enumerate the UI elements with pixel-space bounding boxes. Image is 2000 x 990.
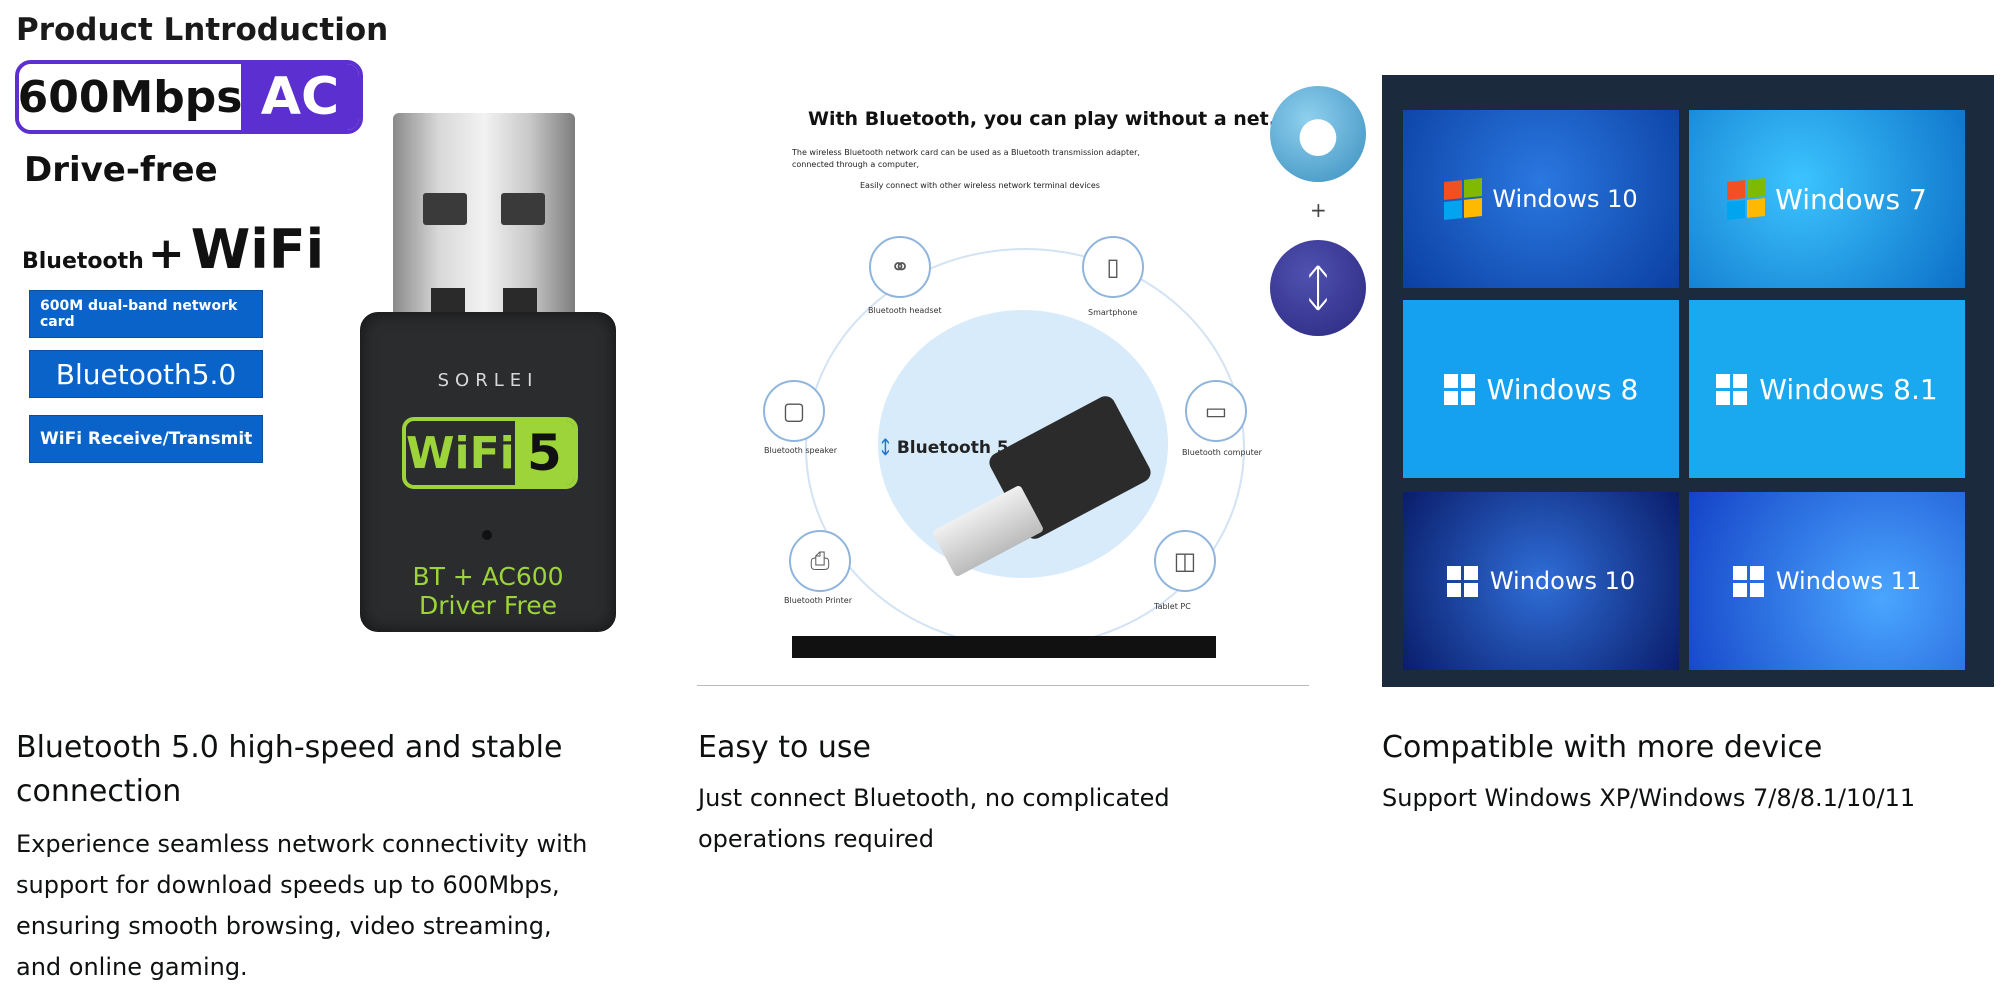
bluetooth-word: Bluetooth: [22, 249, 144, 274]
caption-compatibility: Compatible with more device Support Wind…: [1382, 726, 1994, 819]
dongle-spec-line: Driver Free: [419, 591, 557, 620]
smartphone-icon: ▯: [1082, 236, 1144, 298]
wifi5-logo: WiFi 5: [402, 417, 578, 489]
bluetooth-panel-footer-bar: [792, 636, 1216, 658]
windows-tile-label: Windows 8.1: [1759, 372, 1938, 406]
bluetooth-icon: ᛨ: [1270, 240, 1366, 336]
caption-bluetooth-speed: Bluetooth 5.0 high-speed and stable conn…: [16, 726, 656, 988]
usb-connector: [393, 113, 575, 324]
windows-tile: Windows 8: [1403, 300, 1679, 478]
bluetooth-icon: ᛨ: [880, 437, 891, 458]
dongle-spec-line: BT + AC600: [412, 562, 564, 591]
wifi-dongle-image: SORLEI WiFi 5 BT + AC600 Driver Free: [360, 312, 616, 632]
windows-tile-label: Windows 11: [1775, 567, 1922, 595]
caption-heading: Bluetooth 5.0 high-speed and stable: [16, 730, 563, 765]
windows-logo-icon: [1446, 565, 1478, 597]
drive-free-label: Drive-free: [24, 150, 218, 190]
windows-tile-label: Windows 8: [1486, 372, 1639, 406]
windows-logo-icon: [1443, 373, 1475, 405]
caption-body: Just connect Bluetooth, no complicated: [698, 784, 1170, 812]
speed-badge: 600Mbps AC: [15, 60, 363, 134]
usb-hole: [423, 193, 467, 225]
windows-tile: Windows 8.1: [1689, 300, 1965, 478]
node-label: Bluetooth computer: [1182, 448, 1262, 457]
divider: [697, 685, 1309, 686]
feature-wifi-transmit: WiFi Receive/Transmit: [29, 415, 263, 463]
windows-tile: Windows 10: [1403, 110, 1679, 288]
caption-heading: Compatible with more device: [1382, 730, 1823, 765]
wifi-word: WiFi: [190, 218, 325, 281]
windows-flag-icon: [1444, 178, 1483, 220]
caption-heading: Easy to use: [698, 730, 872, 765]
usb-hole: [501, 193, 545, 225]
printer-icon: ⎙: [789, 530, 851, 592]
caption-body: operations required: [698, 825, 934, 853]
led-indicator: [482, 530, 492, 540]
windows-tile-label: Windows 10: [1492, 185, 1638, 213]
bluetooth-panel-desc: Easily connect with other wireless netwo…: [860, 181, 1100, 190]
feature-bluetooth: Bluetooth5.0: [29, 350, 263, 398]
caption-body: and online gaming.: [16, 953, 248, 981]
wifi-logo-text: WiFi: [406, 427, 515, 479]
windows-tile-label: Windows 10: [1489, 567, 1636, 595]
product-intro-title: Product Lntroduction: [16, 12, 389, 48]
brand-label: SORLEI: [437, 370, 539, 391]
node-label: Bluetooth headset: [868, 306, 942, 315]
windows-flag-icon: [1727, 178, 1766, 220]
tablet-icon: ◫: [1154, 530, 1216, 592]
wifi-icon: ●: [1270, 86, 1366, 182]
plus-sign: +: [1310, 198, 1327, 222]
windows-logo-icon: [1716, 373, 1748, 405]
node-label: Smartphone: [1088, 308, 1138, 317]
standard-label: AC: [241, 64, 359, 130]
caption-body: Experience seamless network connectivity…: [16, 830, 588, 858]
windows-logo-icon: [1732, 565, 1764, 597]
windows-tile: Windows 7: [1689, 110, 1965, 288]
feature-dual-band: 600M dual-band network card: [29, 290, 263, 338]
node-label: Bluetooth Printer: [784, 596, 852, 605]
caption-heading: connection: [16, 774, 182, 809]
windows-tile: Windows 11: [1689, 492, 1965, 670]
plus-sign: +: [147, 228, 185, 279]
caption-body: support for download speeds up to 600Mbp…: [16, 871, 560, 899]
speed-label: 600Mbps: [19, 64, 242, 130]
bluetooth-wifi-label: Bluetooth + WiFi: [22, 218, 324, 281]
caption-body: Support Windows XP/Windows 7/8/8.1/10/11: [1382, 784, 1916, 812]
node-label: Bluetooth speaker: [764, 446, 838, 455]
speaker-icon: ▢: [763, 380, 825, 442]
wifi-logo-number: 5: [514, 421, 574, 485]
laptop-icon: ▭: [1185, 380, 1247, 442]
headset-icon: ⚭: [869, 236, 931, 298]
windows-tile-label: Windows 7: [1775, 182, 1927, 216]
windows-tile: Windows 10: [1403, 492, 1679, 670]
caption-body: ensuring smooth browsing, video streamin…: [16, 912, 552, 940]
caption-easy-to-use: Easy to use Just connect Bluetooth, no c…: [698, 726, 1318, 860]
bluetooth-panel-title: With Bluetooth, you can play without a n…: [808, 108, 1276, 130]
bluetooth-panel-desc: The wireless Bluetooth network card can …: [792, 148, 1140, 157]
bluetooth-panel-desc: connected through a computer,: [792, 160, 919, 169]
node-label: Tablet PC: [1154, 602, 1191, 611]
